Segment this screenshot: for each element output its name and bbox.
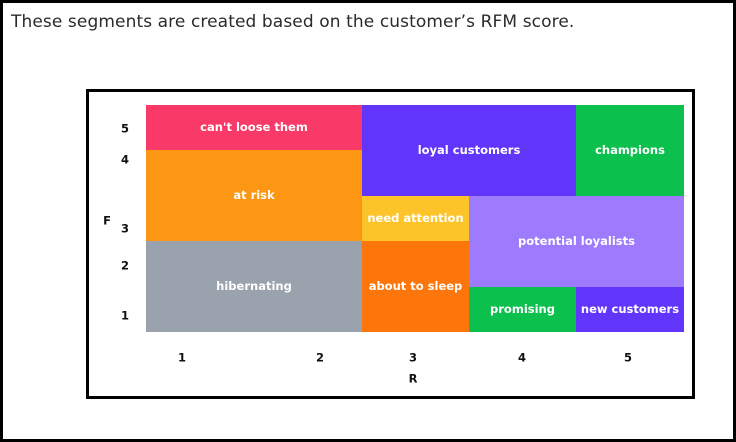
x-tick-5: 5	[624, 351, 632, 365]
segment-label-promising: promising	[490, 302, 555, 316]
y-tick-2: 2	[121, 259, 129, 273]
segment-champions	[576, 105, 684, 196]
y-tick-1: 1	[121, 309, 129, 323]
segment-label-hibernating: hibernating	[216, 279, 292, 293]
y-tick-4: 4	[121, 153, 129, 167]
segment-hibernating	[146, 241, 362, 332]
segment-loyal-customers	[362, 105, 576, 196]
segment-at-risk	[146, 150, 362, 241]
segment-label-about-to-sleep: about to sleep	[369, 279, 463, 293]
segment-can-t-loose-them	[146, 105, 362, 150]
segment-label-at-risk: at risk	[233, 188, 275, 202]
segment-label-loyal-customers: loyal customers	[418, 143, 521, 157]
y-tick-5: 5	[121, 122, 129, 136]
y-axis-title: F	[103, 214, 111, 228]
intro-text: These segments are created based on the …	[11, 12, 575, 32]
segment-potential-loyalists	[469, 196, 684, 287]
segment-label-need-attention: need attention	[367, 211, 463, 225]
x-axis-title: R	[409, 372, 418, 386]
segment-label-champions: champions	[595, 143, 665, 157]
x-tick-1: 1	[178, 351, 186, 365]
segment-new-customers	[576, 287, 684, 332]
segment-label-new-customers: new customers	[581, 302, 679, 316]
y-tick-3: 3	[121, 222, 129, 236]
rfm-chart-svg: can't loose them at risk hibernating loyal …	[103, 105, 684, 386]
segment-label-potential-loyalists: potential loyalists	[518, 234, 635, 248]
segment-need-attention	[362, 196, 469, 241]
x-tick-4: 4	[518, 351, 526, 365]
segment-label-can-t-loose-them: can't loose them	[200, 120, 308, 134]
page: These segments are created based on the …	[3, 3, 733, 439]
segment-promising	[469, 287, 576, 332]
segment-about-to-sleep	[362, 241, 469, 332]
rfm-segment-chart: can't loose them at risk hibernating loyal …	[86, 89, 695, 399]
x-tick-3: 3	[409, 351, 417, 365]
x-tick-2: 2	[316, 351, 324, 365]
